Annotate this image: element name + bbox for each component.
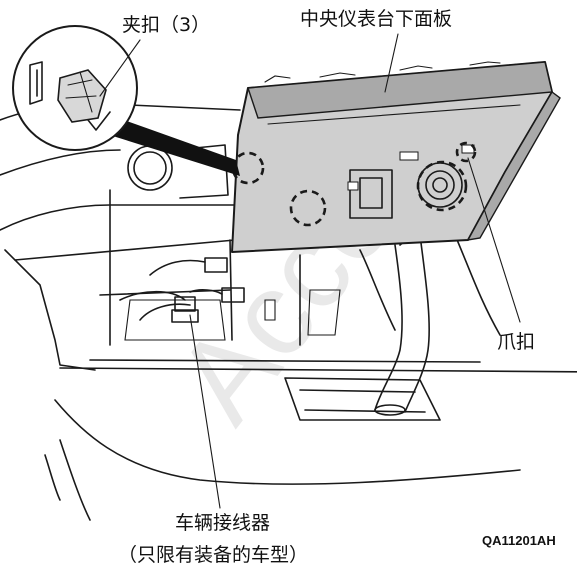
- leader-lines: [99, 33, 521, 509]
- dashboard-outline: [0, 102, 501, 371]
- lower-center-panel: [231, 61, 561, 253]
- wire-harness: [119, 257, 245, 323]
- clip-label: 夹扣（3）: [122, 14, 211, 36]
- clip-location-lower: [289, 189, 327, 227]
- claw-location-dial: [416, 160, 468, 212]
- connector-label-line2: （只限有装备的车型）: [118, 544, 309, 566]
- claw-label: 爪扣: [497, 331, 536, 353]
- clip-detail-magnifier: [12, 25, 240, 176]
- panel-switch: [347, 169, 393, 219]
- figure-code: QA11201AH: [482, 533, 556, 548]
- center-console: [44, 234, 577, 521]
- panel-label: 中央仪表台下面板: [300, 8, 453, 30]
- connector-label-line1: 车辆接线器: [175, 512, 271, 534]
- clip-location-left: [231, 151, 265, 185]
- claw-location-right: [455, 141, 477, 163]
